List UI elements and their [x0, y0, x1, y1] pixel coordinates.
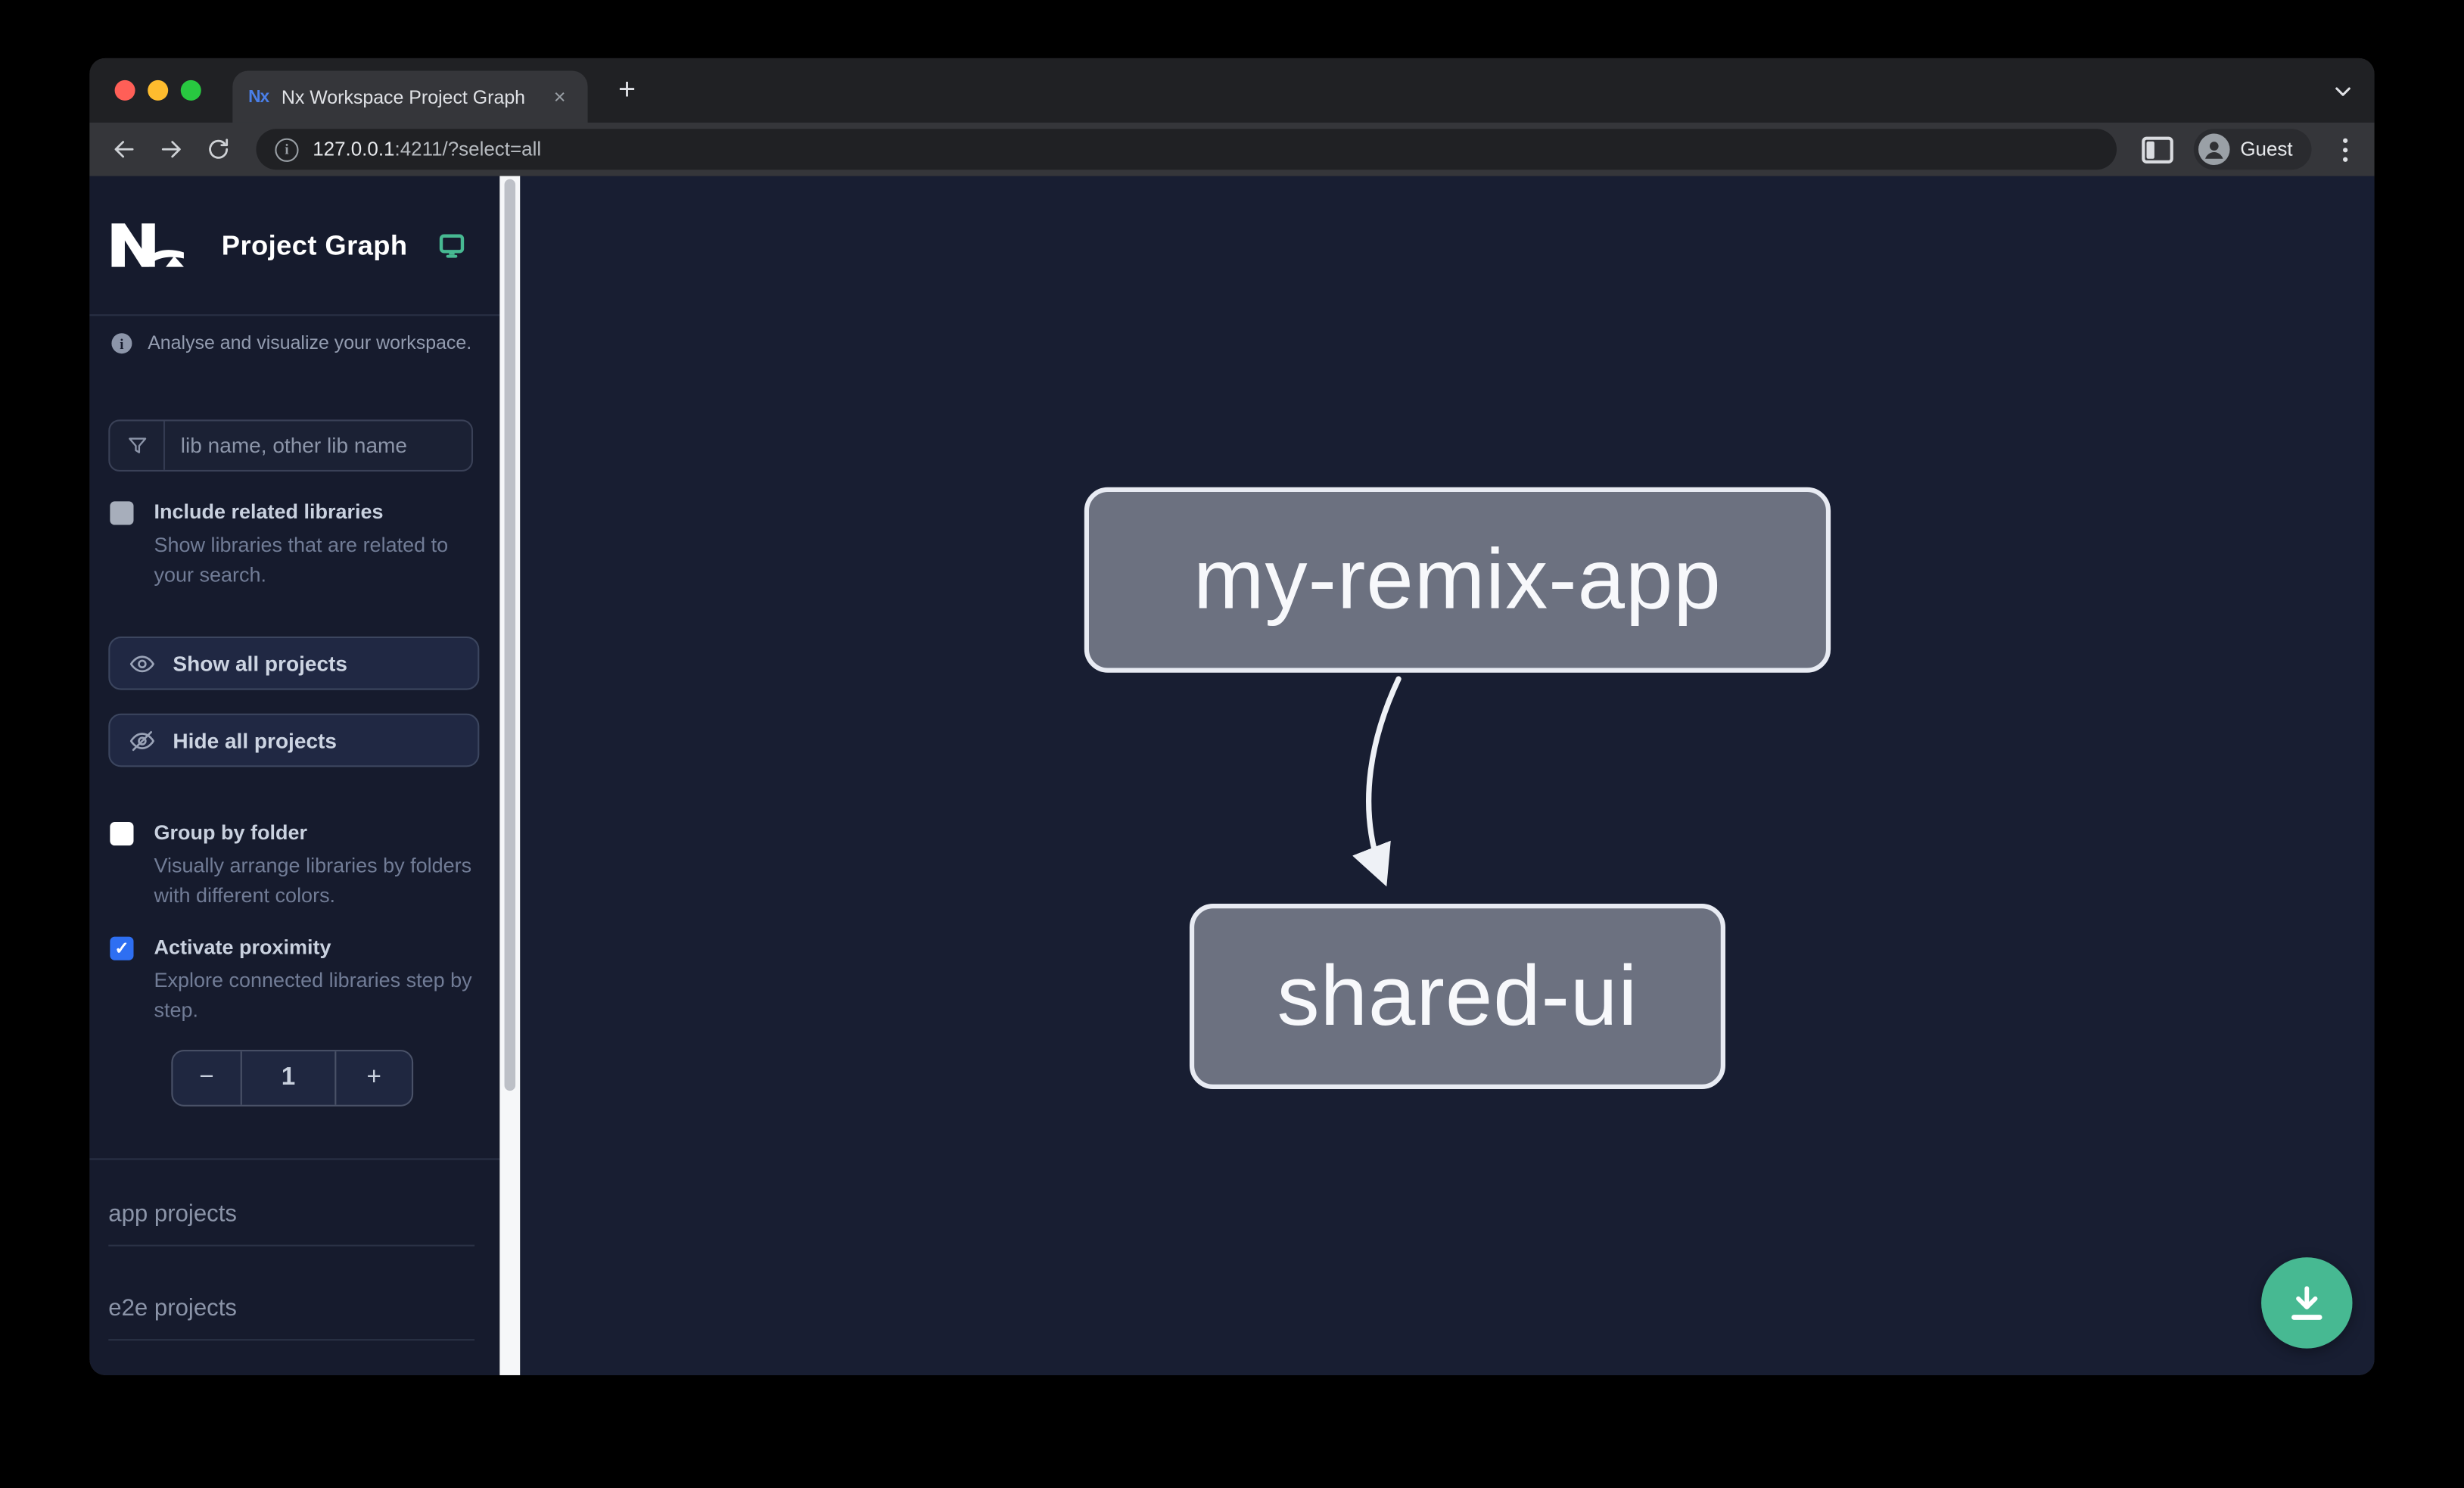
menu-kebab-icon[interactable] — [2330, 132, 2358, 167]
browser-toolbar: i 127.0.0.1:4211/?select=all Guest — [89, 122, 2375, 176]
info-icon: i — [111, 333, 132, 354]
hide-all-projects-button[interactable]: Hide all projects — [108, 713, 480, 767]
tab-close-icon[interactable]: × — [553, 85, 566, 109]
side-panel-icon[interactable] — [2141, 135, 2173, 163]
stepper-decrement-button[interactable]: − — [199, 1063, 214, 1091]
checkbox-group-by-folder[interactable] — [110, 822, 134, 846]
graph-canvas[interactable]: my-remix-app shared-ui — [520, 176, 2375, 1375]
browser-tab[interactable]: Nx Nx Workspace Project Graph × — [232, 70, 588, 123]
monitor-icon[interactable] — [438, 232, 465, 258]
sidebar-header: Project Graph — [89, 176, 499, 315]
divider — [89, 1158, 500, 1160]
search-input[interactable] — [165, 434, 471, 458]
forward-icon[interactable] — [152, 131, 188, 167]
option-description: Visually arrange libraries by folders wi… — [154, 853, 472, 907]
profile-button[interactable]: Guest — [2193, 129, 2312, 170]
address-bar[interactable]: i 127.0.0.1:4211/?select=all — [256, 129, 2117, 170]
site-info-icon[interactable]: i — [275, 137, 299, 161]
show-all-projects-button[interactable]: Show all projects — [108, 636, 480, 690]
button-label: Show all projects — [173, 651, 347, 675]
filter-icon — [110, 421, 166, 470]
nx-logo-icon — [111, 223, 184, 267]
nx-favicon-icon: Nx — [248, 87, 269, 107]
option-description: Explore connected libraries step by step… — [154, 968, 472, 1022]
node-label: my-remix-app — [1193, 532, 1722, 627]
search-box — [108, 419, 474, 472]
option-label: Include related libraries — [154, 500, 384, 524]
page-title: Project Graph — [221, 229, 408, 260]
download-graph-button[interactable] — [2261, 1257, 2353, 1349]
option-group-by-folder[interactable]: Group by folder Visually arrange librari… — [110, 820, 478, 910]
option-label: Activate proximity — [154, 935, 331, 959]
sidebar: Project Graph i Analyse and visualize yo… — [89, 176, 500, 1375]
reload-icon[interactable] — [200, 131, 236, 167]
workspace-tagline: i Analyse and visualize your workspace. — [111, 332, 487, 354]
option-include-related[interactable]: Include related libraries Show libraries… — [110, 500, 478, 589]
zoom-window-button[interactable] — [180, 79, 201, 101]
avatar-icon — [2198, 133, 2229, 166]
proximity-stepper: − 1 + — [171, 1050, 414, 1107]
url-text: 127.0.0.1:4211/?select=all — [313, 138, 542, 160]
checkbox-activate-proximity[interactable] — [110, 936, 134, 960]
scrollbar-thumb[interactable] — [504, 179, 516, 1091]
option-label: Group by folder — [154, 820, 307, 845]
profile-label: Guest — [2240, 138, 2293, 160]
eye-icon — [129, 655, 154, 672]
browser-window: Nx Nx Workspace Project Graph × + i 127. — [89, 58, 2375, 1375]
section-e2e-projects: e2e projects — [108, 1295, 475, 1341]
edge-my-remix-app-to-shared-ui — [1352, 676, 1402, 887]
sidebar-scrollbar — [499, 176, 521, 1375]
chevron-down-icon[interactable] — [2330, 79, 2355, 104]
section-app-projects: app projects — [108, 1200, 475, 1247]
checkbox-include-related[interactable] — [110, 501, 134, 525]
traffic-lights — [114, 79, 201, 101]
close-window-button[interactable] — [114, 79, 135, 101]
graph-node-my-remix-app[interactable]: my-remix-app — [1084, 487, 1831, 673]
node-label: shared-ui — [1277, 949, 1638, 1044]
minimize-window-button[interactable] — [148, 79, 169, 101]
download-icon — [2291, 1286, 2322, 1320]
page-content: Project Graph i Analyse and visualize yo… — [89, 176, 2375, 1375]
option-activate-proximity[interactable]: Activate proximity Explore connected lib… — [110, 935, 478, 1025]
stepper-value: 1 — [240, 1051, 337, 1105]
button-label: Hide all projects — [173, 728, 337, 752]
new-tab-button[interactable]: + — [618, 73, 636, 107]
tab-title: Nx Workspace Project Graph — [281, 86, 526, 108]
stepper-increment-button[interactable]: + — [366, 1063, 381, 1091]
eye-off-icon — [129, 730, 154, 751]
option-description: Show libraries that are related to your … — [154, 532, 449, 587]
tab-strip: Nx Nx Workspace Project Graph × + — [89, 58, 2375, 123]
graph-node-shared-ui[interactable]: shared-ui — [1189, 903, 1725, 1090]
back-icon[interactable] — [105, 131, 142, 167]
divider — [89, 314, 500, 316]
